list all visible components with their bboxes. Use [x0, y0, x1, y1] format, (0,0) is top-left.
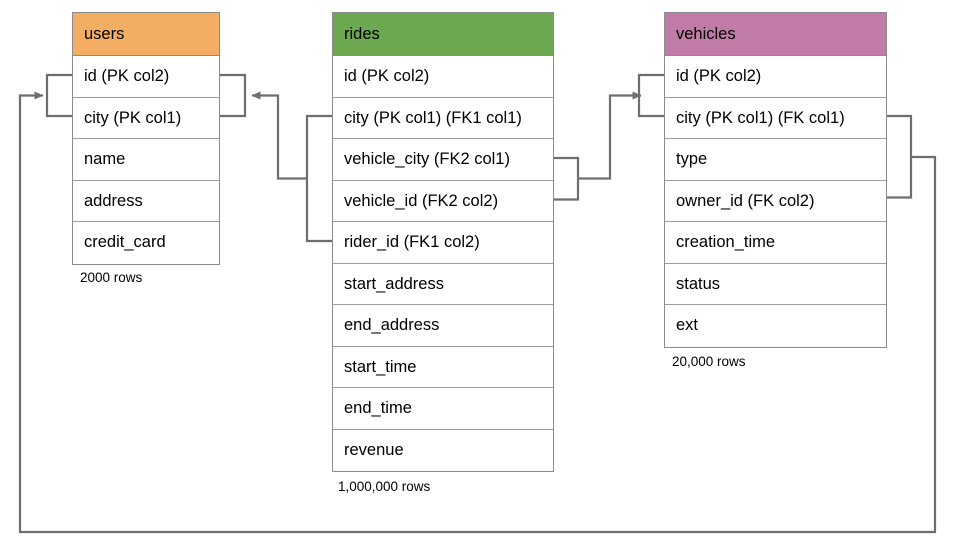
connector-rides-fk2-to-vehicles [554, 91, 642, 201]
entity-title-rides: rides [333, 13, 553, 56]
row-count-vehicles: 20,000 rows [672, 354, 746, 369]
field-vehicles-status[interactable]: status [665, 264, 886, 305]
row-count-rides: 1,000,000 rows [338, 479, 431, 494]
field-vehicles-creation-time[interactable]: creation_time [665, 222, 886, 264]
field-vehicles-ext[interactable]: ext [676, 316, 699, 334]
entity-table-vehicles[interactable]: vehicles id (PK col2) city (PK col1) (FK… [664, 12, 887, 348]
field-vehicles-id[interactable]: id (PK col2) [665, 56, 886, 98]
entity-title-users: users [73, 13, 219, 56]
entity-title-vehicles: vehicles [665, 13, 886, 56]
field-rides-city[interactable]: city (PK col1) (FK1 col1) [333, 98, 553, 139]
field-users-address[interactable]: address [73, 181, 219, 222]
field-rides-revenue[interactable]: revenue [344, 440, 404, 459]
field-users-name[interactable]: name [73, 139, 219, 181]
field-users-id[interactable]: id (PK col2) [73, 56, 219, 98]
entity-table-users[interactable]: users id (PK col2) city (PK col1) name a… [72, 12, 220, 265]
field-rides-start-address[interactable]: start_address [333, 264, 553, 305]
field-users-city[interactable]: city (PK col1) [73, 98, 219, 139]
field-rides-end-address[interactable]: end_address [333, 305, 553, 347]
field-rides-start-time[interactable]: start_time [333, 347, 553, 388]
connector-users-right-bracket [220, 73, 247, 118]
row-count-users: 2000 rows [80, 270, 143, 285]
connector-users-left-bracket [45, 73, 72, 118]
field-vehicles-type[interactable]: type [665, 139, 886, 181]
entity-table-rides[interactable]: rides id (PK col2) city (PK col1) (FK1 c… [332, 12, 554, 472]
field-rides-vehicle-city[interactable]: vehicle_city (FK2 col1) [333, 139, 553, 181]
connector-rides-fk1-to-users [251, 91, 332, 243]
field-rides-rider-id[interactable]: rider_id (FK1 col2) [333, 222, 553, 264]
connector-vehicles-left-bracket [637, 73, 664, 118]
field-vehicles-city[interactable]: city (PK col1) (FK col1) [665, 98, 886, 139]
field-rides-vehicle-id[interactable]: vehicle_id (FK2 col2) [333, 181, 553, 222]
field-rides-id[interactable]: id (PK col2) [333, 56, 553, 98]
field-rides-end-time[interactable]: end_time [333, 388, 553, 430]
field-vehicles-owner-id[interactable]: owner_id (FK col2) [665, 181, 886, 222]
field-users-credit-card[interactable]: credit_card [84, 233, 166, 251]
